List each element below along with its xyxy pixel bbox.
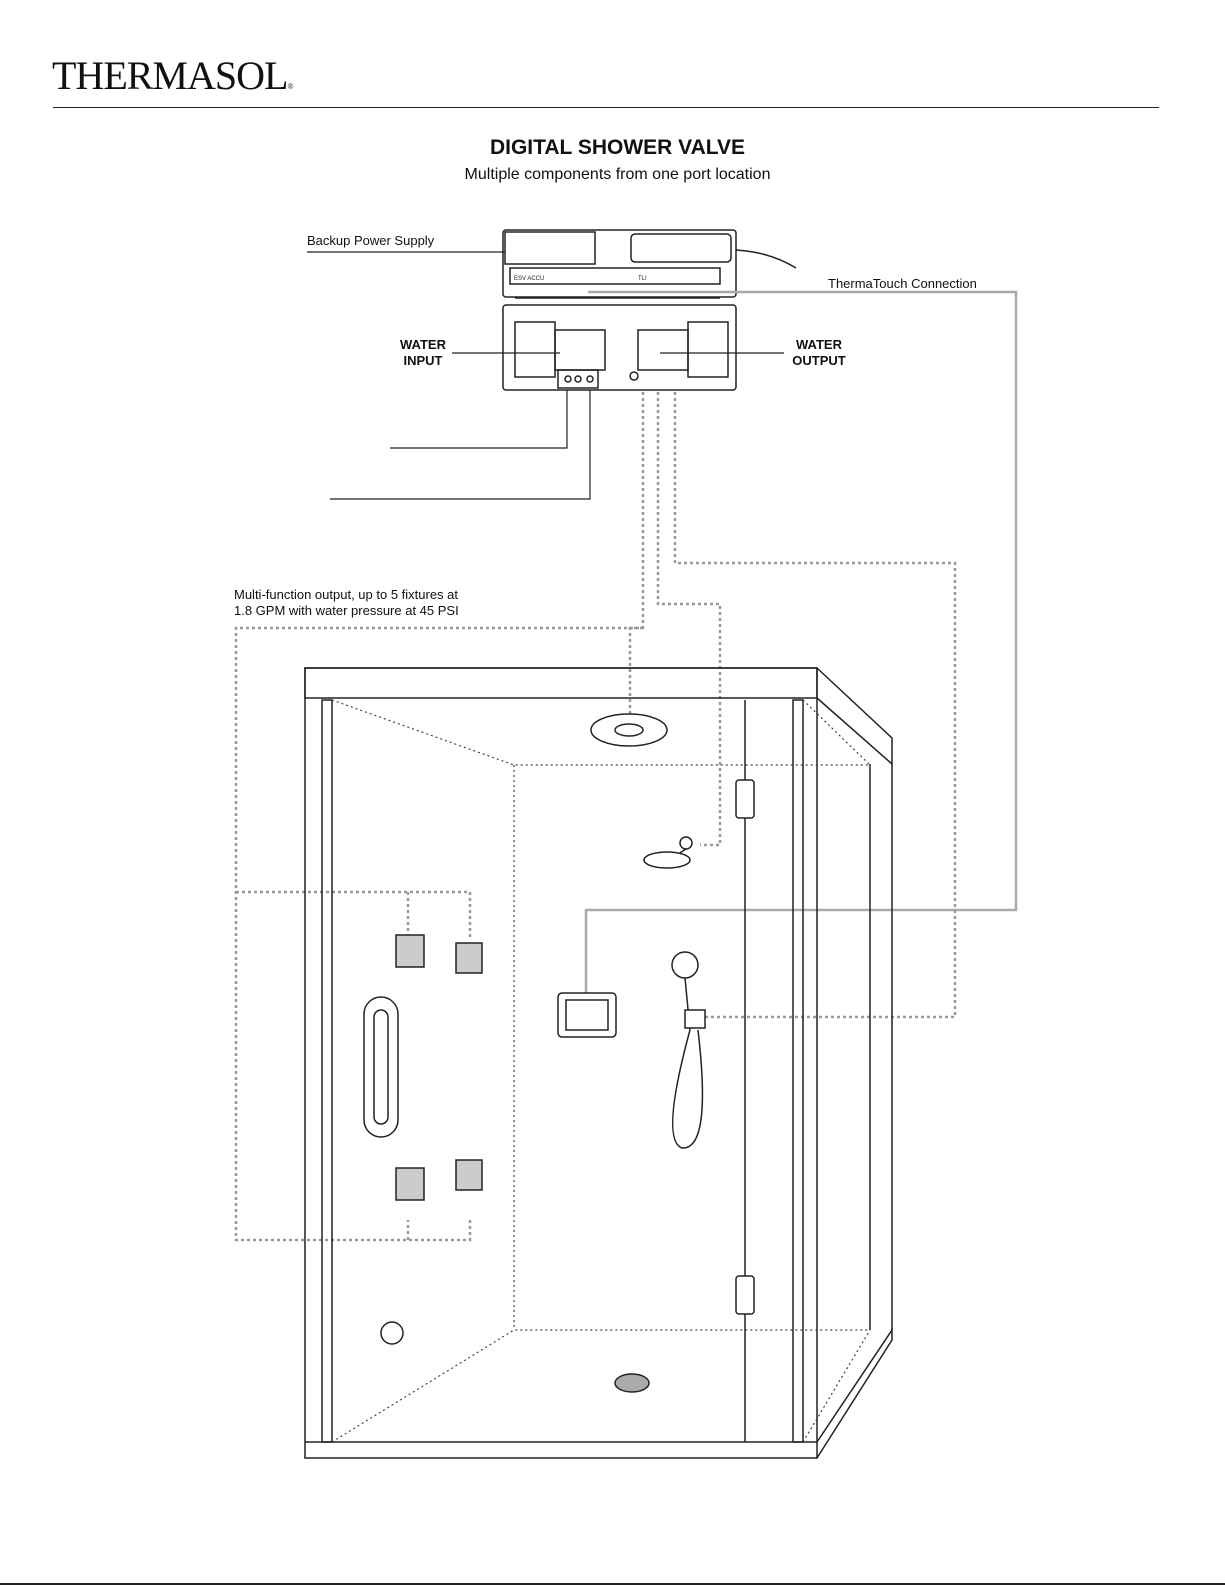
inner-dotted-edges — [332, 700, 870, 1442]
rain-showerhead-icon — [591, 714, 667, 746]
valve-port-label-1: ESV ACCU — [514, 276, 544, 282]
valve-port-label-2: TLI — [638, 276, 647, 282]
wall-showerhead-icon — [644, 837, 692, 868]
grab-bar-icon — [364, 997, 398, 1137]
body-spray-icons — [396, 935, 482, 1200]
thermatouch-connection-line — [586, 292, 1016, 993]
digital-valve-unit: ESV ACCU TLI — [503, 230, 796, 390]
handheld-shower-icon — [672, 952, 705, 1148]
drain-icon — [615, 1374, 649, 1392]
thermatouch-panel-icon — [558, 993, 616, 1037]
steam-head-icon — [381, 1322, 403, 1344]
callout-lines — [307, 252, 784, 499]
multifunction-output-lines — [236, 392, 955, 1240]
